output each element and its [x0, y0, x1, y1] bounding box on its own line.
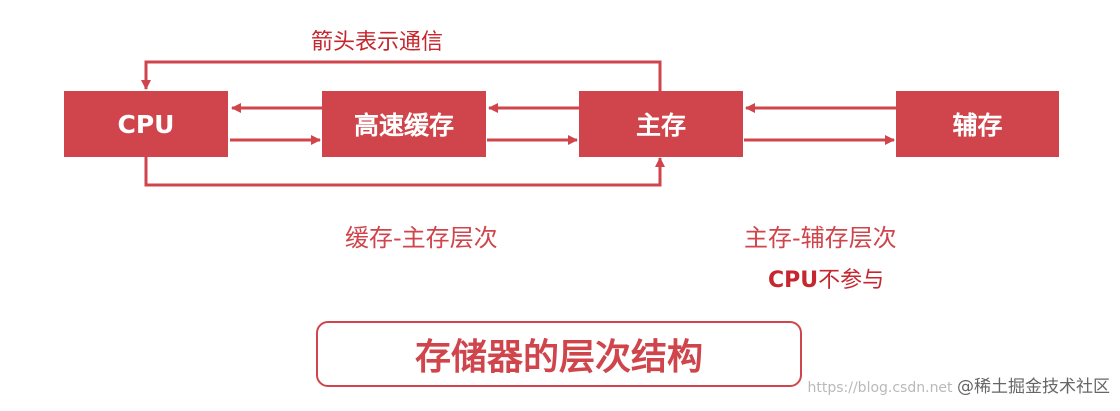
- node-main-memory: 主存: [579, 91, 743, 157]
- diagram-title: 存储器的层次结构: [414, 337, 703, 378]
- watermark-url: https://blog.csdn.net: [807, 380, 953, 396]
- title-box: 存储器的层次结构: [316, 321, 802, 387]
- cpu-not-involved-rest-text: 不参与: [818, 268, 885, 293]
- watermark: https://blog.csdn.net @稀土掘金技术社区: [808, 372, 1111, 397]
- watermark-brand: @稀土掘金技术社区: [957, 377, 1110, 397]
- node-aux-memory: 辅存: [896, 91, 1059, 157]
- cache-main-level-label: 缓存-主存层次: [345, 224, 498, 252]
- node-aux-memory-label: 辅存: [952, 111, 1003, 140]
- node-cache-label: 高速缓存: [353, 111, 454, 140]
- arrow-main-to-cpu-top: [141, 60, 662, 92]
- node-cache: 高速缓存: [322, 91, 486, 157]
- main-aux-level-label: 主存-辅存层次: [744, 224, 897, 252]
- arrow-cpu-to-main-bottom: [144, 156, 665, 187]
- node-cpu: CPU: [64, 91, 228, 157]
- node-main-memory-label: 主存: [635, 111, 686, 140]
- arrows-meaning-label: 箭头表示通信: [311, 30, 444, 55]
- node-cpu-label: CPU: [117, 109, 175, 139]
- cpu-not-involved-cpu-text: CPU: [768, 268, 819, 293]
- cpu-not-involved-label: CPU不参与: [768, 262, 884, 294]
